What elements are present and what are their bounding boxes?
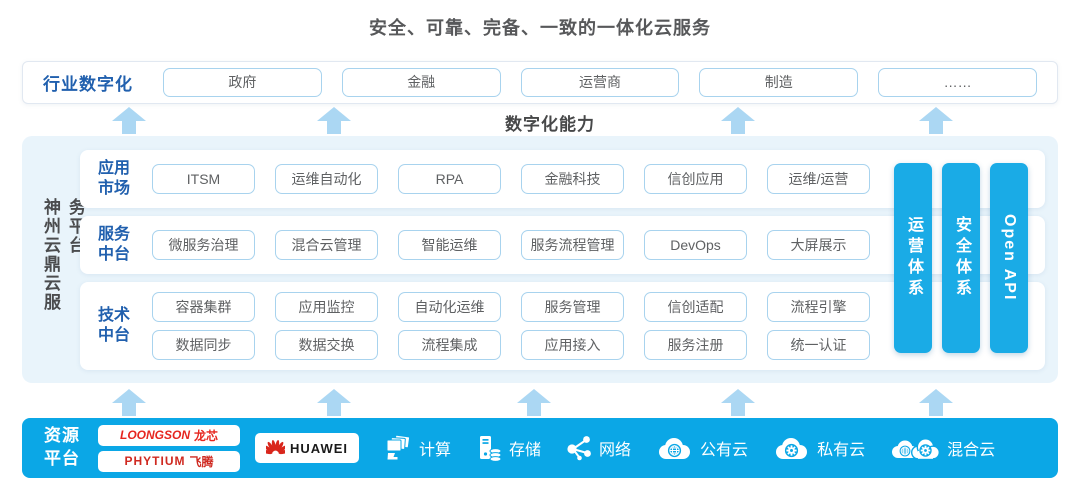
resource-item: 公有云 [656, 435, 748, 461]
row-item: 混合云管理 [275, 230, 378, 260]
loongson-badge: LOONGSON 龙芯 [98, 424, 240, 446]
resource-item-label: 计算 [419, 442, 452, 459]
resource-item: 混合云 [890, 435, 995, 461]
row-item: ITSM [152, 164, 255, 194]
huawei-brand-label: HUAWEI [290, 440, 348, 456]
row-label: 服务中台 [98, 226, 131, 263]
row-item: DevOps [644, 230, 747, 260]
resource-item-label: 混合云 [947, 442, 996, 459]
compute-icon [384, 434, 412, 462]
huawei-logo-icon [266, 439, 285, 458]
row-item: 智能运维 [398, 230, 501, 260]
pillar-label: Open API [1001, 214, 1018, 302]
row-item: 服务管理 [521, 292, 624, 322]
industry-item-government: 政府 [163, 68, 322, 97]
up-arrow-icon [317, 389, 351, 416]
row-tech-platform: 技术中台 容器集群 应用监控 自动化运维 服务管理 信创适配 流程引擎 数据同步… [80, 282, 1045, 370]
private-cloud-icon [773, 435, 810, 461]
row-item: RPA [398, 164, 501, 194]
row-item: 信创应用 [644, 164, 747, 194]
phytium-cn-label: 飞腾 [189, 454, 214, 469]
row-item: 信创适配 [644, 292, 747, 322]
row-item: 应用监控 [275, 292, 378, 322]
resource-item-label: 公有云 [700, 442, 749, 459]
up-arrow-icon [721, 389, 755, 416]
resource-item: 存储 [476, 435, 541, 462]
up-arrow-icon [919, 389, 953, 416]
resource-item: 计算 [384, 434, 452, 462]
vendor-column: LOONGSON 龙芯 PHYTIUM 飞腾 [98, 424, 240, 472]
resource-item-label: 存储 [509, 442, 542, 459]
up-arrow-icon [112, 107, 146, 134]
row-item: 服务流程管理 [521, 230, 624, 260]
pillar-label: 运营体系 [905, 216, 922, 300]
phytium-badge: PHYTIUM 飞腾 [98, 450, 240, 472]
row-item: 金融科技 [521, 164, 624, 194]
up-arrow-icon [317, 107, 351, 134]
resource-item-label: 私有云 [817, 442, 866, 459]
up-arrow-icon [517, 389, 551, 416]
huawei-badge: HUAWEI [255, 433, 359, 463]
row-item: 自动化运维 [398, 292, 501, 322]
row-item: 数据交换 [275, 330, 378, 360]
industry-item-finance: 金融 [341, 68, 501, 97]
resource-items: 计算 存储 [384, 434, 995, 462]
row-item: 数据同步 [152, 330, 255, 360]
row-item: 应用接入 [521, 330, 624, 360]
row-item: 微服务治理 [152, 230, 255, 260]
page-title: 安全、可靠、完备、一致的一体化云服务 [369, 18, 711, 38]
phytium-logo: PHYTIUM [124, 454, 186, 468]
resource-item-label: 网络 [599, 442, 632, 459]
resource-item: 网络 [566, 435, 631, 461]
row-item: 大屏展示 [767, 230, 870, 260]
pillar-operations: 运营体系 [894, 163, 932, 353]
pillar-label: 安全体系 [953, 216, 970, 300]
network-icon [566, 435, 592, 461]
row-app-market: 应用市场 ITSM 运维自动化 RPA 金融科技 信创应用 运维/运营 [80, 150, 1045, 208]
industry-bar: 行业数字化 政府 金融 运营商 制造 …… [22, 61, 1058, 104]
digital-capability-label: 数字化能力 [505, 115, 595, 134]
row-label: 技术中台 [98, 307, 131, 344]
industry-item-more: …… [878, 68, 1037, 97]
up-arrow-icon [112, 389, 146, 416]
resource-label: 资源平台 [44, 426, 80, 468]
hybrid-cloud-icon [890, 435, 941, 461]
public-cloud-icon [656, 435, 693, 461]
row-label: 应用市场 [98, 160, 131, 197]
pillar-openapi: Open API [990, 163, 1028, 353]
industry-label: 行业数字化 [43, 75, 133, 94]
resource-item: 私有云 [773, 435, 865, 461]
row-item: 容器集群 [152, 292, 255, 322]
row-item: 流程集成 [398, 330, 501, 360]
platform-panel: 神州云鼎云服务平台 应用市场 ITSM 运维自动化 RPA 金融科技 信创应用 … [22, 136, 1058, 383]
storage-icon [476, 435, 502, 462]
loongson-logo: LOONGSON [119, 428, 190, 442]
row-item: 运维/运营 [767, 164, 870, 194]
pillar-security: 安全体系 [942, 163, 980, 353]
row-item: 统一认证 [767, 330, 870, 360]
loongson-cn-label: 龙芯 [194, 428, 219, 443]
row-item: 运维自动化 [275, 164, 378, 194]
up-arrow-icon [721, 107, 755, 134]
resource-bar: 资源平台 LOONGSON 龙芯 PHYTIUM 飞腾 [22, 418, 1058, 478]
industry-item-operator: 运营商 [520, 68, 680, 97]
row-item: 服务注册 [644, 330, 747, 360]
up-arrow-icon [919, 107, 953, 134]
row-item: 流程引擎 [767, 292, 870, 322]
industry-item-manufacturing: 制造 [699, 68, 859, 97]
row-service-platform: 服务中台 微服务治理 混合云管理 智能运维 服务流程管理 DevOps 大屏展示 [80, 216, 1045, 274]
